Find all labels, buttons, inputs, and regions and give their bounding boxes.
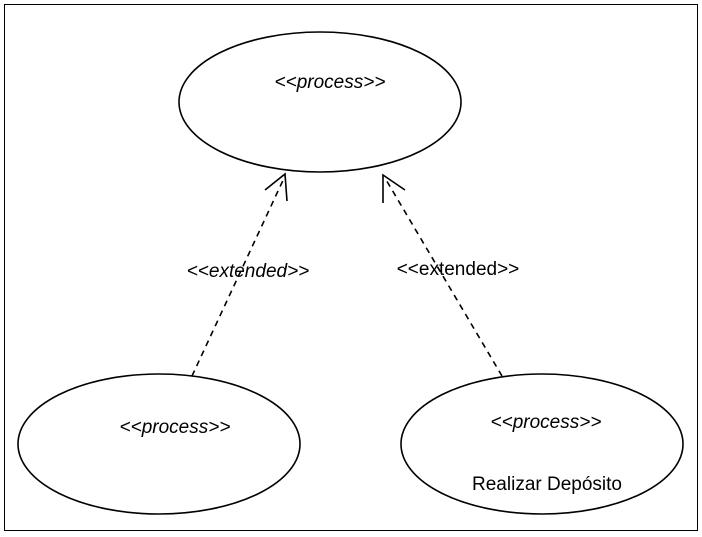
use-case-top[interactable] xyxy=(178,31,462,173)
arrowhead-left xyxy=(264,172,288,202)
use-case-left[interactable] xyxy=(17,373,301,515)
use-case-right-name: Realizar Depósito xyxy=(472,474,622,495)
extend-line-left xyxy=(191,175,286,377)
use-case-left-stereotype: <<process>> xyxy=(120,417,231,438)
relation-left-label: <<extended>> xyxy=(187,261,310,282)
diagram-frame xyxy=(4,4,698,531)
use-case-top-stereotype: <<process>> xyxy=(275,72,386,93)
relation-right-label: <<extended>> xyxy=(397,259,520,280)
extend-line-right xyxy=(384,177,503,377)
arrowhead-right xyxy=(382,173,406,203)
use-case-right-stereotype: <<process>> xyxy=(491,412,602,433)
use-case-right[interactable] xyxy=(400,373,684,515)
